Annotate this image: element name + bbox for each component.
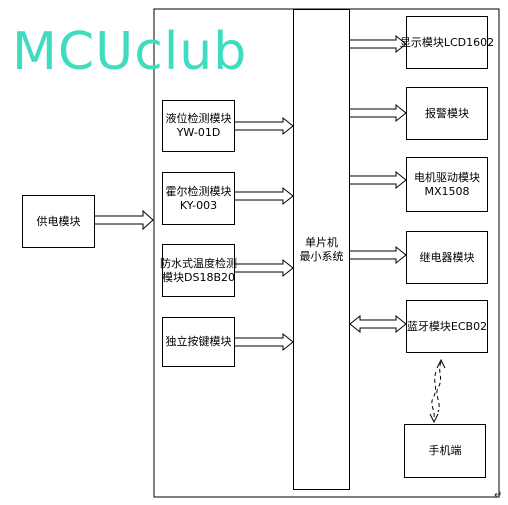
arrow-mcu-bluetooth-bidirectional: [349, 314, 407, 334]
arrow-keys-to-mcu: [235, 332, 294, 352]
temperature-sensor-label: 防水式温度检测: [160, 256, 237, 270]
hall-sensor-model: KY-003: [179, 198, 218, 212]
power-module: 供电模块: [22, 195, 95, 248]
hall-sensor-label: 霍尔检测模块: [165, 184, 232, 198]
paragraph-mark: ↵: [494, 490, 503, 501]
watermark-logo: MCUclub: [12, 22, 248, 82]
arrow-hall-to-mcu: [235, 186, 294, 206]
display-module-label: 显示模块LCD1602: [399, 35, 495, 49]
arrow-mcu-to-relay: [350, 245, 407, 265]
arrow-mcu-to-display: [350, 34, 407, 54]
arrow-mcu-to-alarm: [350, 103, 407, 123]
mcu-minimum-system: 单片机 最小系统: [293, 9, 350, 490]
motor-driver-model: MX1508: [424, 184, 470, 198]
wireless-link: [429, 358, 446, 424]
level-sensor-module: 液位检测模块 YW-01D: [162, 100, 235, 152]
motor-driver-label: 电机驱动模块: [414, 170, 480, 184]
bluetooth-module: 蓝牙模块ECB02: [406, 300, 488, 353]
arrow-power-to-inputs: [95, 209, 154, 231]
display-module: 显示模块LCD1602: [400, 16, 494, 69]
level-sensor-model: YW-01D: [176, 126, 221, 139]
phone-terminal: 手机端: [404, 424, 486, 478]
temperature-sensor-model: 模块DS18B20: [162, 270, 235, 284]
keypad-label: 独立按键模块: [165, 335, 232, 348]
keypad-module: 独立按键模块: [162, 317, 235, 367]
alarm-module: 报警模块: [406, 87, 488, 140]
mcu-label: 单片机: [305, 235, 338, 249]
mcu-sublabel: 最小系统: [299, 249, 344, 263]
relay-module-label: 继电器模块: [419, 250, 475, 264]
arrow-mcu-to-motor: [350, 170, 407, 190]
temperature-sensor-module: 防水式温度检测 模块DS18B20: [160, 244, 237, 297]
power-module-label: 供电模块: [36, 214, 81, 228]
phone-terminal-label: 手机端: [428, 444, 462, 457]
motor-driver-module: 电机驱动模块 MX1508: [406, 157, 488, 212]
relay-module: 继电器模块: [406, 231, 488, 284]
arrow-level-to-mcu: [235, 116, 294, 136]
alarm-module-label: 报警模块: [425, 106, 469, 120]
level-sensor-label: 液位检测模块: [165, 112, 232, 125]
bluetooth-module-label: 蓝牙模块ECB02: [406, 319, 488, 333]
arrow-temp-to-mcu: [235, 258, 294, 278]
hall-sensor-module: 霍尔检测模块 KY-003: [162, 172, 235, 225]
